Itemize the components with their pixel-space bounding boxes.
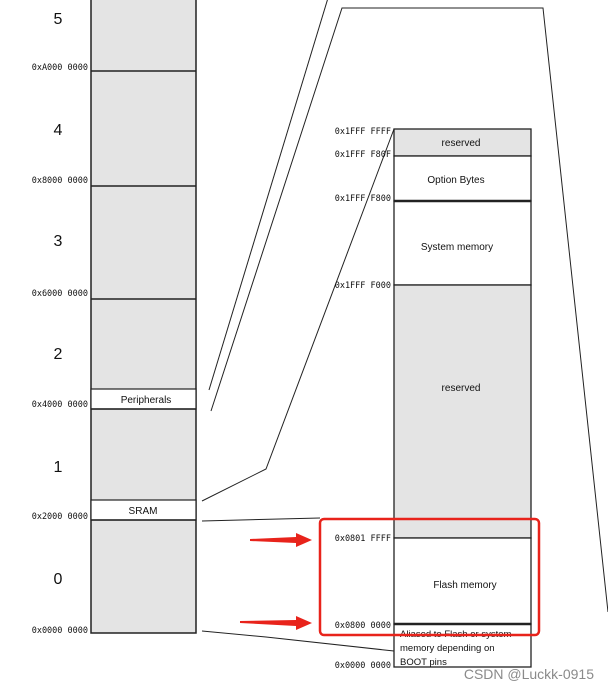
block-number: 2 [54,346,63,363]
region-label: reserved [442,383,481,394]
expansion-line [210,7,608,613]
right-address-label: 0x1FFF FFFF [335,127,391,137]
sram-label: SRAM [129,506,158,517]
expansion-line [201,517,321,522]
right-address-label: 0x1FFF F800 [335,194,391,204]
left-address-label: 0x2000 0000 [32,512,88,522]
right-address-label: 0x0801 FFFF [335,534,391,544]
aliased-label-line: memory depending on [400,643,495,654]
red-arrow-icon [240,616,312,630]
left-column-box [90,0,197,634]
highlight-annotations [240,517,541,637]
region-label: Option Bytes [427,175,484,186]
expansion-lines [201,0,608,652]
highlight-box [318,517,541,637]
region-label: reserved [442,138,481,149]
flash-memory-block [393,537,532,625]
region-label: Flash memory [433,580,496,591]
left-address-label: 0x4000 0000 [32,400,88,410]
aliased-block [393,623,532,668]
expansion-line [201,128,395,502]
expansion-line [201,630,395,652]
reserved-middle-block [393,284,532,539]
block-number: 1 [54,459,63,476]
block-number: 0 [54,571,63,588]
left-memory-column: Peripherals SRAM 5 4 3 2 1 0 0xA000 0000… [32,0,197,636]
right-address-label: 0x1FFF F000 [335,281,391,291]
red-arrow-icon [250,533,312,547]
right-address-label: 0x1FFF F80F [335,150,391,160]
block-number: 3 [54,233,63,250]
left-address-label: 0x0000 0000 [32,626,88,636]
left-address-label: 0x6000 0000 [32,289,88,299]
aliased-label-line: BOOT pins [400,657,447,668]
block-number: 5 [54,11,63,28]
block-number: 4 [54,122,63,139]
peripherals-label: Peripherals [121,395,172,406]
expansion-line [208,0,328,391]
right-address-label: 0x0000 0000 [335,661,391,671]
right-memory-column: reserved Option Bytes System memory rese… [335,127,532,671]
left-address-label: 0x8000 0000 [32,176,88,186]
watermark: CSDN @Luckk-0915 [463,666,594,682]
region-label: System memory [421,242,493,253]
left-address-label: 0xA000 0000 [32,63,88,73]
right-address-label: 0x0800 0000 [335,621,391,631]
